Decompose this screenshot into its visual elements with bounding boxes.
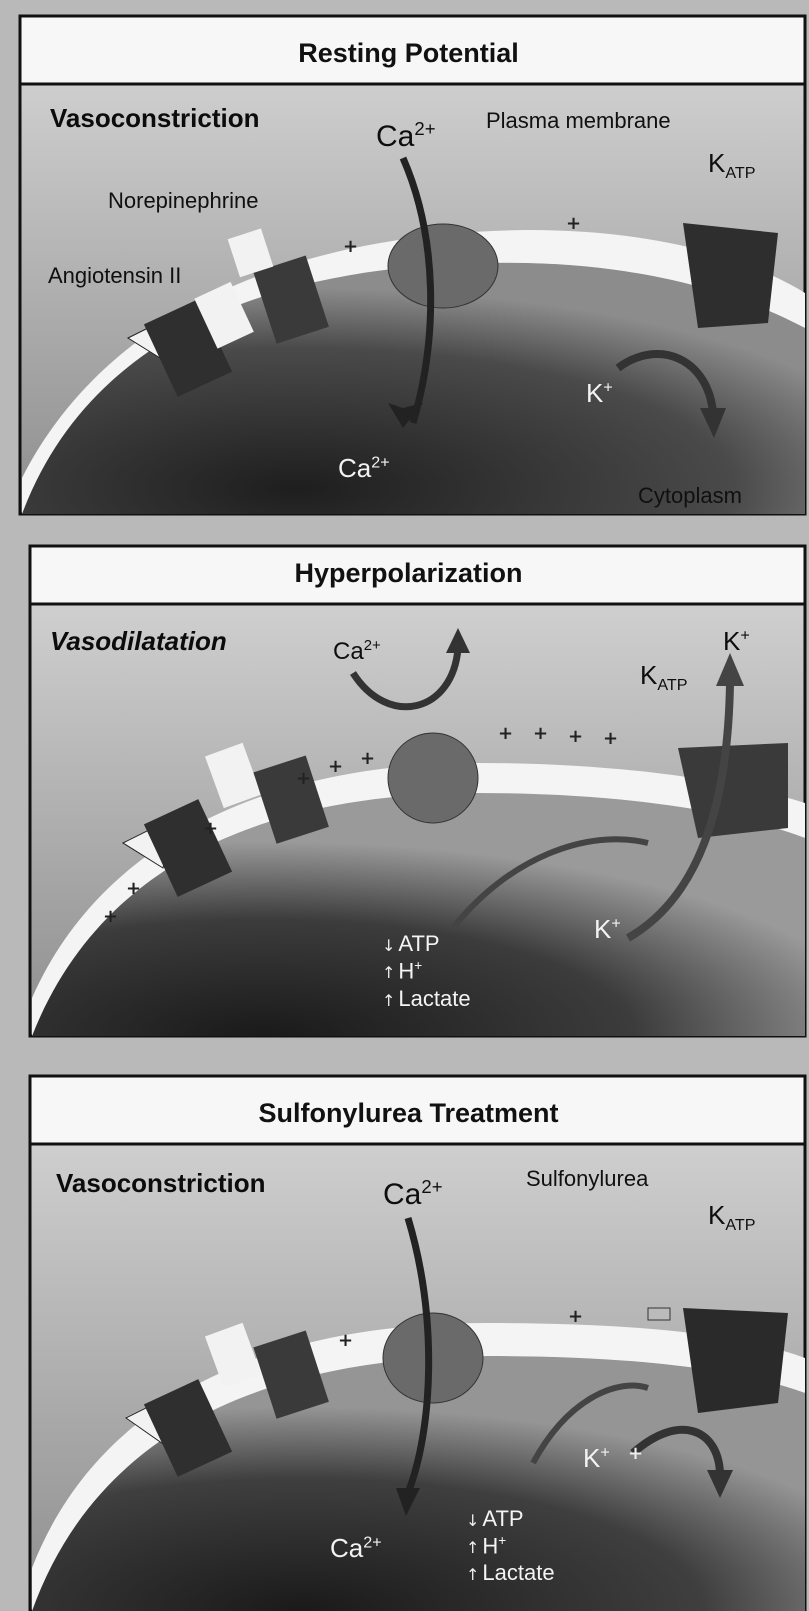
lactate-label: ↑Lactate: [382, 986, 471, 1012]
membrane-charge-plus: +: [498, 723, 513, 744]
membrane-charge-plus: +: [566, 213, 581, 234]
potassium-label: K+: [586, 378, 613, 409]
potassium-label: K+: [583, 1443, 610, 1474]
potassium-extracellular-label: K+: [723, 626, 750, 657]
atp-label: ↓ATP: [466, 1506, 524, 1532]
cytoplasm-label: Cytoplasm: [638, 483, 742, 509]
calcium-extracellular-label: Ca2+: [383, 1176, 443, 1212]
membrane-charge-plus: +: [603, 728, 618, 749]
calcium-channel: [383, 1313, 483, 1403]
membrane-charge-plus: +: [628, 1443, 643, 1464]
calcium-channel: [388, 224, 498, 308]
sulfonylurea-diagram-svg: [8, 1068, 809, 1611]
calcium-extracellular-label: Ca2+: [376, 118, 436, 154]
katp-channel: [683, 223, 778, 328]
katp-label: KATP: [708, 148, 755, 183]
norepinephrine-label: Norepinephrine: [108, 188, 258, 214]
membrane-charge-plus: +: [338, 1330, 353, 1351]
sulfonylurea-molecule: [648, 1308, 670, 1320]
panel-title: Sulfonylurea Treatment: [8, 1098, 809, 1129]
membrane-charge-plus: +: [360, 748, 375, 769]
membrane-charge-plus: +: [568, 1306, 583, 1327]
state-label: Vasoconstriction: [56, 1168, 266, 1199]
angiotensin-label: Angiotensin II: [48, 263, 181, 289]
membrane-charge-plus: +: [533, 723, 548, 744]
hydrogen-label: ↑H+: [382, 958, 422, 984]
membrane-charge-plus: +: [296, 768, 311, 789]
panel-title: Resting Potential: [8, 38, 809, 69]
membrane-charge-plus: +: [103, 906, 118, 927]
resting-diagram-svg: [8, 8, 809, 516]
hydrogen-label: ↑H+: [466, 1533, 506, 1559]
membrane-charge-plus: +: [568, 726, 583, 747]
lactate-label: ↑Lactate: [466, 1560, 555, 1586]
calcium-intracellular-label: Ca2+: [330, 1533, 382, 1564]
membrane-charge-plus: +: [203, 818, 218, 839]
calcium-intracellular-label: Ca2+: [338, 453, 390, 484]
calcium-channel: [388, 733, 478, 823]
panel-title: Hyperpolarization: [8, 558, 809, 589]
membrane-charge-plus: +: [343, 236, 358, 257]
state-label: Vasodilatation: [50, 626, 227, 657]
panel-sulfonylurea-treatment: Sulfonylurea Treatment Vasoconstriction …: [8, 1068, 809, 1611]
panel-hyperpolarization: Hyperpolarization Vasodilatation Ca2+ K+…: [8, 538, 809, 1038]
panel-resting-potential: Resting Potential Vasoconstriction Ca2+ …: [8, 8, 809, 516]
katp-label: KATP: [640, 660, 687, 695]
potassium-intracellular-label: K+: [594, 914, 621, 945]
state-label: Vasoconstriction: [50, 103, 260, 134]
katp-label: KATP: [708, 1200, 755, 1235]
plasma-membrane-label: Plasma membrane: [486, 108, 671, 134]
atp-label: ↓ATP: [382, 931, 440, 957]
calcium-extracellular-label: Ca2+: [333, 638, 381, 666]
katp-channel: [683, 1308, 788, 1413]
membrane-charge-plus: +: [328, 756, 343, 777]
membrane-charge-plus: +: [126, 878, 141, 899]
sulfonylurea-label: Sulfonylurea: [526, 1166, 648, 1192]
